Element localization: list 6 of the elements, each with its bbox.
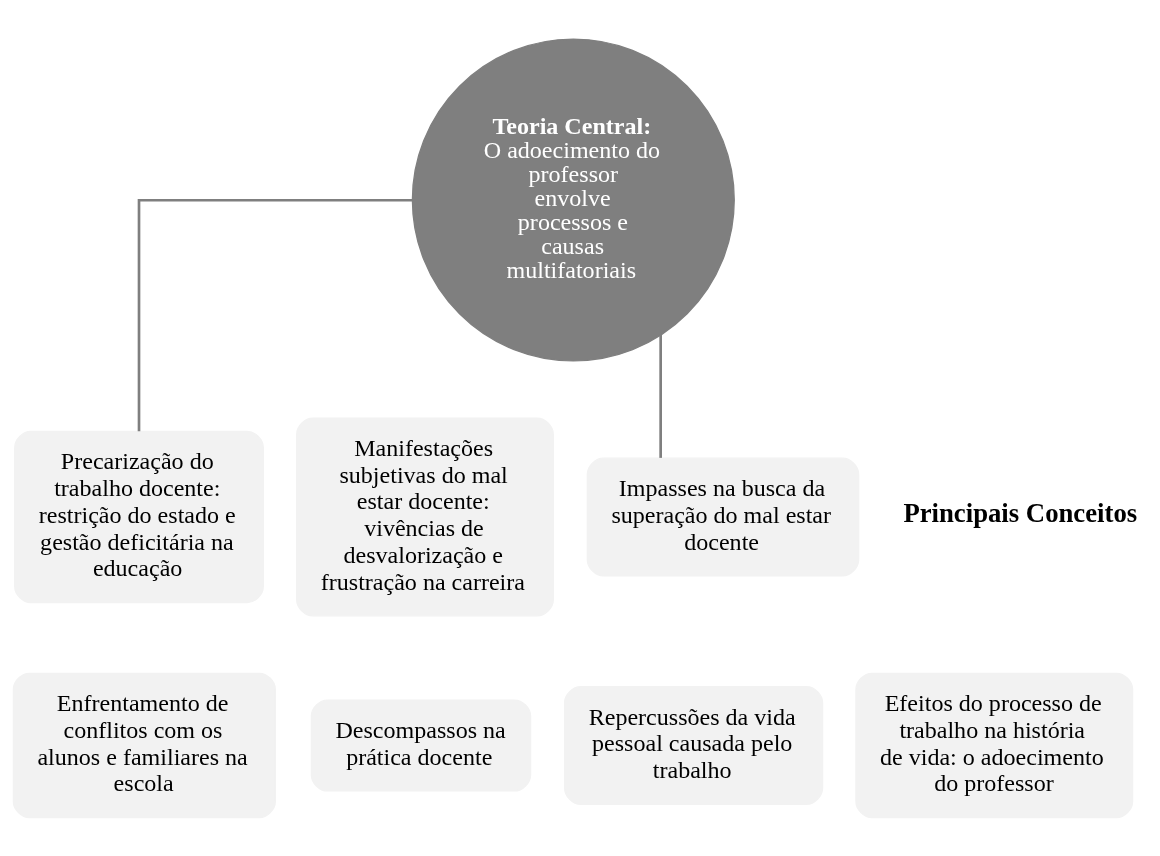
- node-box: Precarização do trabalho docente: restrição do estado e gestão deficitária na educação: [14, 430, 264, 603]
- node-circle: Teoria Central: O adoecimento do professor envolve processos e causas multifatoriais: [411, 37, 735, 362]
- label: Principais Conceitos: [903, 497, 1138, 528]
- connector: [659, 334, 662, 458]
- connector: [137, 198, 413, 431]
- node-box: Impasses na busca da superação do mal estar docente: [586, 457, 860, 576]
